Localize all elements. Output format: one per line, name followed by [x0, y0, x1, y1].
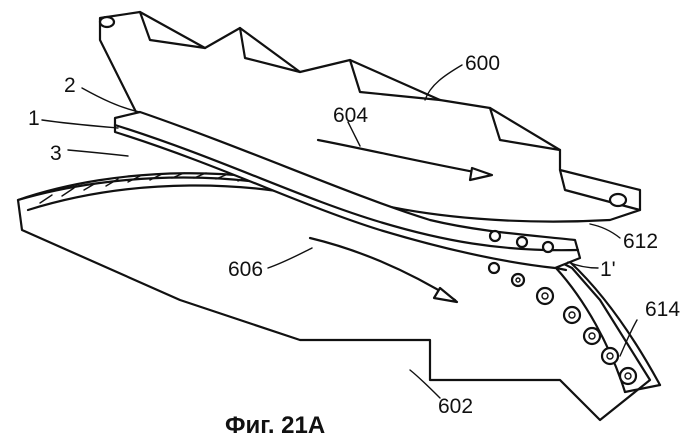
label-600: 600	[465, 52, 500, 75]
label-606: 606	[228, 258, 263, 281]
label-1: 1	[28, 107, 40, 130]
label-614: 614	[645, 298, 680, 321]
label-3: 3	[50, 142, 62, 165]
label-612: 612	[623, 230, 658, 253]
label-604: 604	[333, 104, 368, 127]
figure-caption: Фиг. 21А	[225, 412, 325, 439]
label-1-prime: 1'	[600, 258, 616, 281]
label-602: 602	[438, 395, 473, 418]
label-2: 2	[64, 74, 76, 97]
